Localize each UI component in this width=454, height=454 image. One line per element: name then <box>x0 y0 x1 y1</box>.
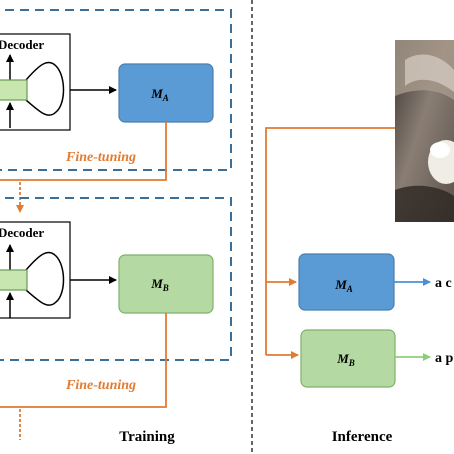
fine-tuning-line-top <box>0 122 167 181</box>
recurrent-loop-top <box>25 61 65 116</box>
fine-tuning-line-bottom <box>0 313 167 408</box>
training-section-label: Training <box>119 429 175 445</box>
training-group-top <box>0 9 232 171</box>
decoder-label-bottom: Decoder <box>0 225 44 240</box>
model-a-output-text: a c <box>435 276 452 291</box>
decoder-label-top: Decoder <box>0 37 44 52</box>
model-b-output-text: a p <box>435 351 454 366</box>
training-group-bottom <box>0 197 232 361</box>
model-b-training-label: MB <box>150 276 169 293</box>
image-feed-line <box>265 127 395 355</box>
fine-tuning-label-top: Fine-tuning <box>65 150 136 165</box>
input-image <box>395 40 454 222</box>
fine-tuning-label-bottom: Fine-tuning <box>65 378 136 393</box>
model-b-inference-label: MB <box>336 351 355 368</box>
recurrent-loop-bottom <box>25 251 65 306</box>
decoder-cell-bottom <box>0 269 28 291</box>
model-a-training-label: MA <box>150 86 169 103</box>
decoder-cell-top <box>0 79 28 101</box>
model-a-inference-label: MA <box>334 277 353 294</box>
inference-section-label: Inference <box>332 429 393 445</box>
model-b-inference-box <box>300 329 396 388</box>
